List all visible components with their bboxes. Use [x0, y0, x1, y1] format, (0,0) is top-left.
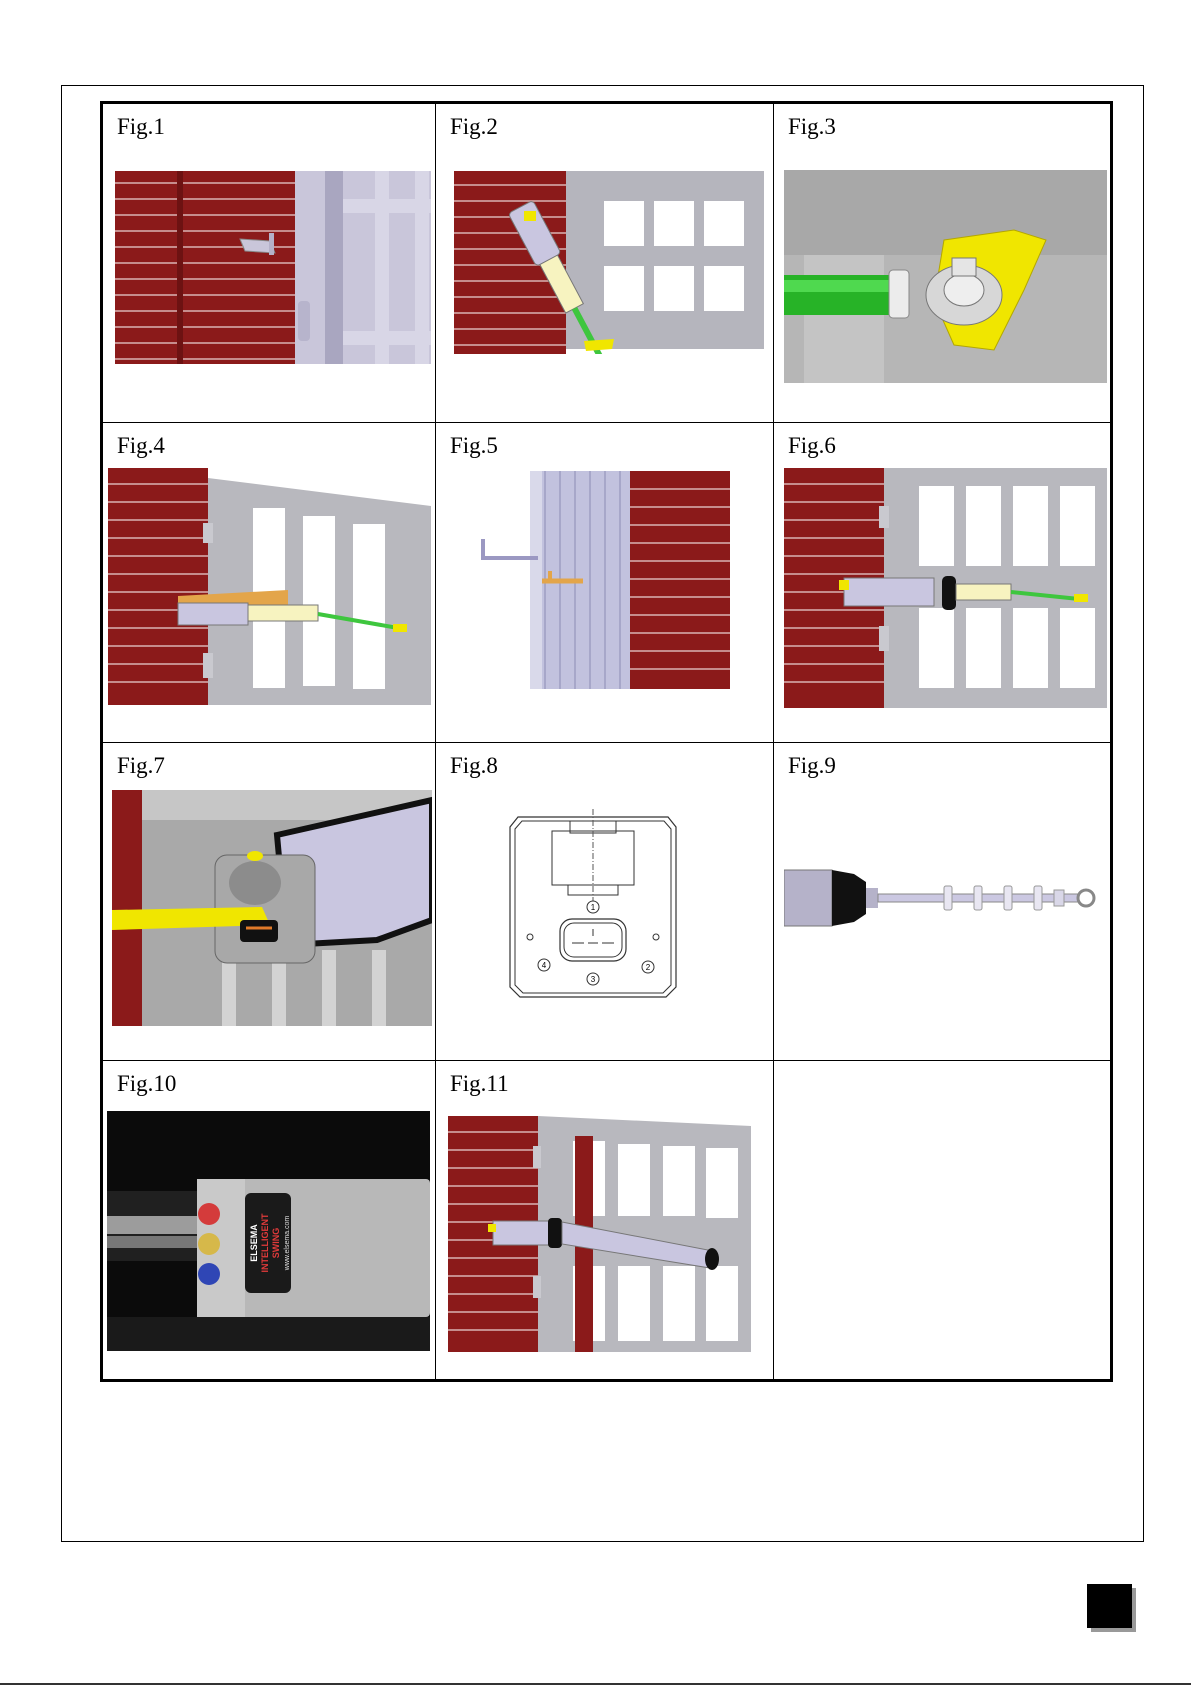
- pin-label-1: 1: [591, 903, 596, 912]
- figure-cell-1: Fig.1: [103, 104, 436, 423]
- figure-label: Fig.6: [788, 433, 836, 459]
- figure-cell-8: Fig.8 1 2 3: [436, 743, 774, 1061]
- figure-label: Fig.8: [450, 753, 498, 779]
- pin-label-3: 3: [591, 975, 596, 984]
- figure-cell-3: Fig.3: [774, 104, 1110, 423]
- actuator-photo: ELSEMA INTELLIGENT SWING www.elsema.com: [107, 1111, 430, 1351]
- figure-label: Fig.10: [117, 1071, 176, 1097]
- figure-cell-11: Fig.11: [436, 1061, 774, 1379]
- figure-label: Fig.7: [117, 753, 165, 779]
- figure-grid: Fig.1: [100, 101, 1113, 1382]
- connector-pin-diagram: 1 2 3 4: [508, 809, 678, 1001]
- figure-cell-9: Fig.9: [774, 743, 1110, 1061]
- post-bracket-illustration: [480, 471, 750, 689]
- pin-label-2: 2: [646, 963, 651, 972]
- figure-cell-6: Fig.6: [774, 423, 1110, 743]
- figure-label: Fig.11: [450, 1071, 509, 1097]
- figure-cell-10: Fig.10 ELSEMA INTELLIGENT SWING www.else…: [103, 1061, 436, 1379]
- figure-cell-5: Fig.5: [436, 423, 774, 743]
- brand-text: ELSEMA: [249, 1224, 259, 1262]
- wall-bracket-illustration: [115, 171, 431, 364]
- product-line1-text: INTELLIGENT: [260, 1213, 270, 1272]
- actuator-cover-illustration: [448, 1116, 751, 1352]
- actuator-mounted-illustration: [454, 171, 764, 354]
- manual-release-illustration: [112, 790, 432, 1026]
- figure-cell-4: Fig.4: [103, 423, 436, 743]
- url-text: www.elsema.com: [284, 1216, 291, 1272]
- product-line2-text: SWING: [271, 1228, 281, 1259]
- figure-label: Fig.9: [788, 753, 836, 779]
- figure-label: Fig.4: [117, 433, 165, 459]
- figure-label: Fig.1: [117, 114, 165, 140]
- figure-cell-7: Fig.7: [103, 743, 436, 1061]
- page-corner-marker: [1087, 1584, 1132, 1628]
- figure-label: Fig.5: [450, 433, 498, 459]
- figure-label: Fig.2: [450, 114, 498, 140]
- figure-cell-2: Fig.2: [436, 104, 774, 423]
- figure-cell-empty: [774, 1061, 1110, 1379]
- actuator-gate-closed-illustration: [784, 468, 1107, 708]
- adjustable-rod-illustration: [784, 868, 1104, 928]
- rod-end-bracket-illustration: [784, 170, 1107, 383]
- figure-label: Fig.3: [788, 114, 836, 140]
- pin-label-4: 4: [542, 961, 547, 970]
- actuator-gate-open-illustration: [108, 468, 431, 705]
